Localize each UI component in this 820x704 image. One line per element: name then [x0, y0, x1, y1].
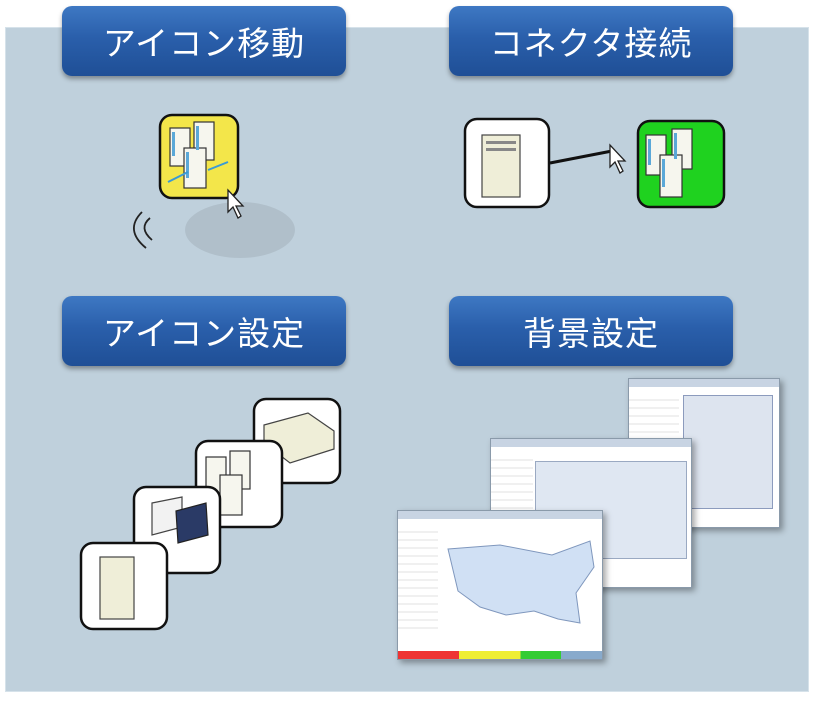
icon-move-illustration	[133, 113, 295, 258]
server-icon	[99, 556, 135, 620]
cursor-icon	[227, 188, 245, 219]
icon-move-title: アイコン移動	[62, 6, 346, 76]
laptop-icon	[175, 502, 209, 544]
background-settings-label: 背景設定	[523, 314, 659, 353]
connector-illustration	[463, 117, 726, 209]
connector-label: コネクタ接続	[489, 24, 693, 63]
background-settings-title: 背景設定	[449, 296, 733, 366]
map-screenshot	[397, 510, 603, 660]
connector-title: コネクタ接続	[449, 6, 733, 76]
icon-settings-label: アイコン設定	[102, 314, 306, 353]
cursor-icon	[609, 143, 627, 174]
icon-settings-title: アイコン設定	[62, 296, 346, 366]
icon-move-label: アイコン移動	[102, 24, 306, 63]
icon-settings-illustration	[79, 397, 342, 631]
